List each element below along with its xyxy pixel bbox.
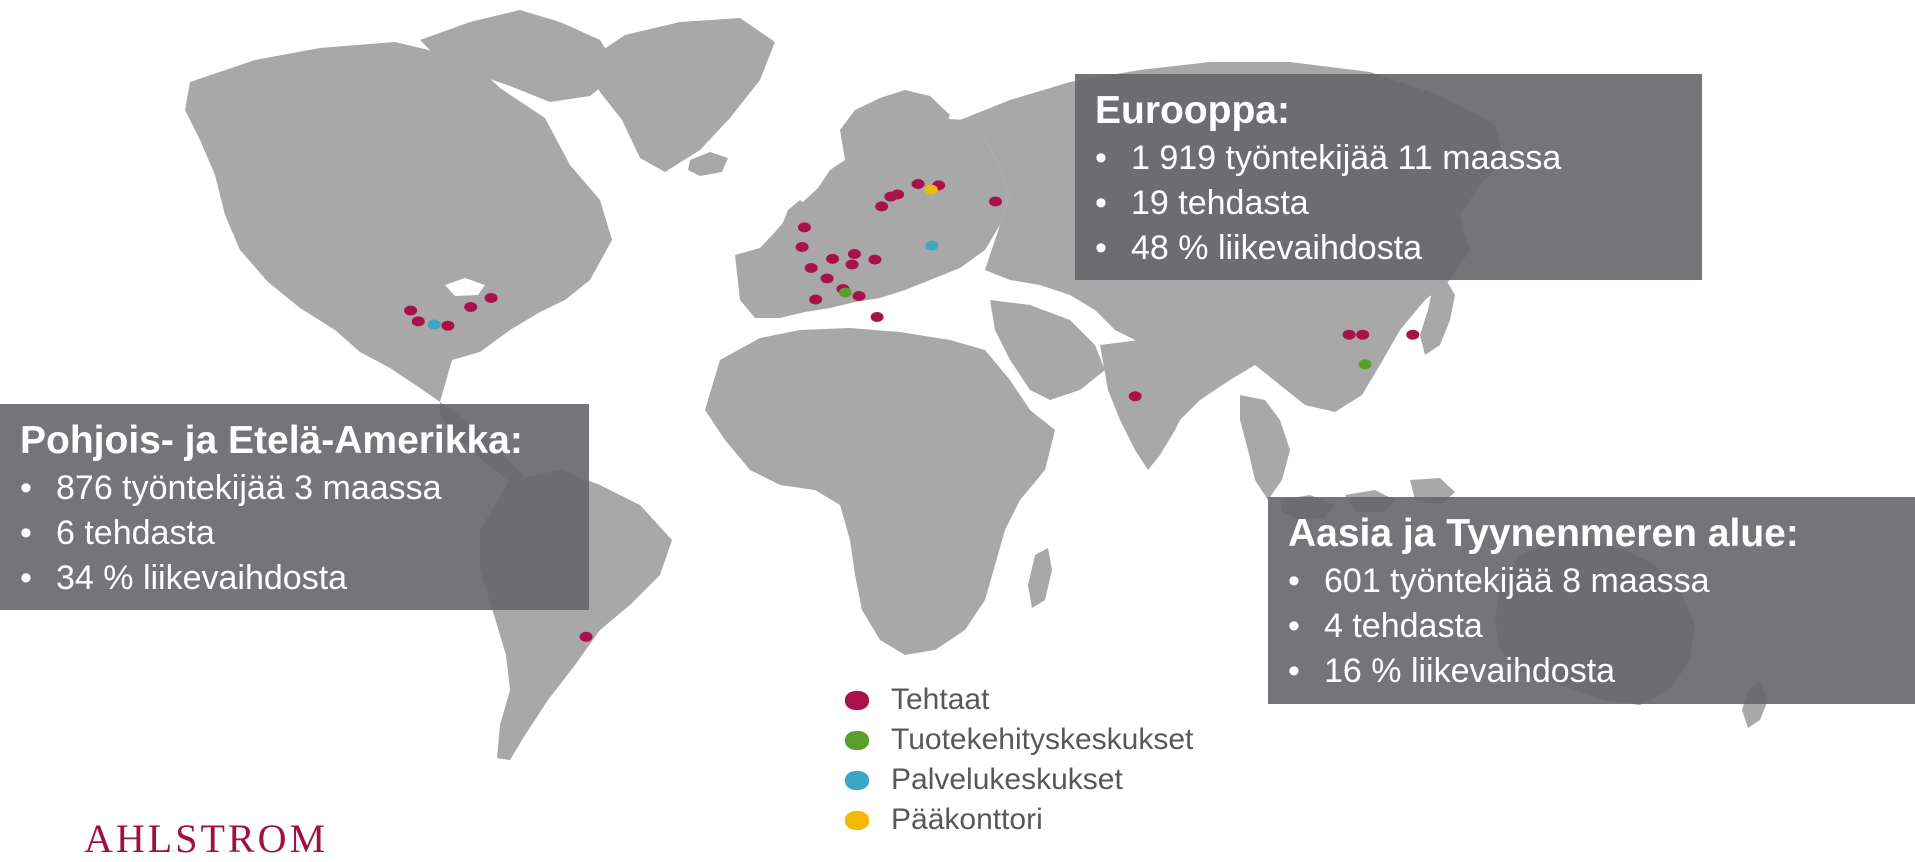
panel-americas-item: • 34 % liikevaihdosta (20, 556, 569, 601)
panel-europe: Eurooppa: • 1 919 työntekijää 11 maassa •… (1075, 74, 1702, 280)
factory-marker (820, 273, 834, 284)
factory-marker (989, 196, 1002, 207)
factory-marker (809, 294, 823, 305)
great-lakes (445, 278, 485, 296)
bullet-icon: • (1288, 562, 1300, 600)
factory-marker-icon (845, 690, 869, 710)
factory-marker (1342, 329, 1356, 340)
bullet-icon: • (1095, 229, 1107, 267)
panel-americas-item: • 876 työntekijää 3 maassa (20, 466, 569, 511)
company-logo: AHLSTROM (84, 816, 329, 861)
legend-item-factories: Tehtaat (845, 680, 1193, 720)
land-british-isles (780, 200, 815, 256)
legend-item-rnd: Tuotekehityskeskukset (845, 720, 1193, 760)
land-japan (1420, 278, 1455, 355)
legend-item-service: Palvelukeskukset (845, 760, 1193, 800)
panel-europe-employees: 1 919 työntekijää 11 maassa (1131, 139, 1562, 177)
panel-europe-item: • 1 919 työntekijää 11 maassa (1095, 136, 1682, 181)
service-marker (925, 240, 939, 251)
land-arctic-islands (420, 10, 620, 102)
factory-marker (1128, 391, 1142, 402)
panel-europe-list: • 1 919 työntekijää 11 maassa • 19 tehdast… (1095, 136, 1682, 271)
land-india (1100, 340, 1195, 470)
legend-label: Tehtaat (891, 683, 990, 716)
rnd-marker (1358, 359, 1372, 370)
panel-americas-item: • 6 tehdasta (20, 511, 569, 556)
map-legend: Tehtaat Tuotekehityskeskukset Palvelukes… (845, 680, 1193, 840)
factory-marker (411, 316, 425, 327)
bullet-icon: • (20, 514, 32, 552)
bullet-icon: • (1288, 652, 1300, 690)
panel-europe-item: • 19 tehdasta (1095, 181, 1682, 226)
panel-europe-title: Eurooppa: (1095, 89, 1290, 132)
factory-marker (891, 189, 905, 200)
factory-marker (1406, 329, 1420, 340)
legend-item-headquarters: Pääkonttori (845, 800, 1193, 840)
panel-americas-revenue: 34 % liikevaihdosta (56, 559, 348, 597)
panel-asia-item: • 16 % liikevaihdosta (1288, 649, 1895, 694)
panel-europe-item: • 48 % liikevaihdosta (1095, 226, 1682, 271)
service-marker-icon (845, 770, 869, 790)
legend-label: Tuotekehityskeskukset (891, 723, 1194, 756)
factory-marker (870, 312, 884, 322)
land-scandinavia (840, 90, 950, 205)
land-africa (705, 328, 1055, 655)
factory-marker (845, 259, 859, 270)
factory-marker (804, 263, 818, 273)
panel-asia-factories: 4 tehdasta (1324, 607, 1483, 645)
factory-marker (1356, 329, 1370, 340)
panel-asia-item: • 4 tehdasta (1288, 604, 1895, 649)
factory-marker (464, 302, 478, 312)
land-north-america (185, 42, 612, 402)
bullet-icon: • (20, 469, 32, 507)
panel-asia-revenue: 16 % liikevaihdosta (1324, 652, 1616, 690)
bullet-icon: • (1095, 184, 1107, 222)
factory-marker (579, 631, 593, 642)
factory-marker (826, 253, 840, 264)
rnd-marker-icon (845, 730, 869, 750)
panel-asia-item: • 601 työntekijää 8 maassa (1288, 559, 1895, 604)
panel-americas-title: Pohjois- ja Etelä-Amerikka: (20, 419, 523, 462)
panel-americas-employees: 876 työntekijää 3 maassa (56, 469, 442, 507)
panel-americas: Pohjois- ja Etelä-Amerikka: • 876 työntek… (0, 404, 589, 610)
panel-europe-factories: 19 tehdasta (1131, 184, 1309, 222)
legend-label: Palvelukeskukset (891, 763, 1123, 796)
bullet-icon: • (20, 559, 32, 597)
land-iceland (688, 152, 728, 176)
panel-asia-list: • 601 työntekijää 8 maassa • 4 tehdasta • 1… (1288, 559, 1895, 694)
factory-marker (875, 201, 889, 212)
location-markers (404, 179, 1420, 642)
bullet-icon: • (1288, 607, 1300, 645)
land-europe (735, 118, 1010, 318)
headquarters-marker (924, 184, 938, 195)
factory-marker (868, 254, 882, 265)
service-marker (427, 319, 441, 330)
land-greenland (585, 18, 775, 172)
panel-europe-revenue: 48 % liikevaihdosta (1131, 229, 1423, 267)
factory-marker (484, 293, 498, 303)
panel-asia-pacific: Aasia ja Tyynenmeren alue: • 601 työnteki… (1268, 497, 1915, 704)
panel-asia-title: Aasia ja Tyynenmeren alue: (1288, 512, 1799, 555)
factory-marker (911, 179, 925, 189)
factory-marker (441, 320, 455, 331)
panel-americas-list: • 876 työntekijää 3 maassa • 6 tehdasta • 3… (20, 466, 569, 601)
factory-marker (847, 249, 861, 259)
panel-americas-factories: 6 tehdasta (56, 514, 215, 552)
land-arabia (990, 300, 1105, 400)
headquarters-marker-icon (845, 810, 869, 830)
land-southeast-asia (1240, 395, 1290, 500)
legend-label: Pääkonttori (891, 803, 1043, 836)
factory-marker (797, 222, 811, 233)
factory-marker (795, 242, 809, 252)
factory-marker (852, 291, 866, 301)
panel-asia-employees: 601 työntekijää 8 maassa (1324, 562, 1710, 600)
land-madagascar (1028, 548, 1052, 608)
factory-marker (404, 305, 418, 316)
bullet-icon: • (1095, 139, 1107, 177)
rnd-marker (838, 287, 852, 298)
